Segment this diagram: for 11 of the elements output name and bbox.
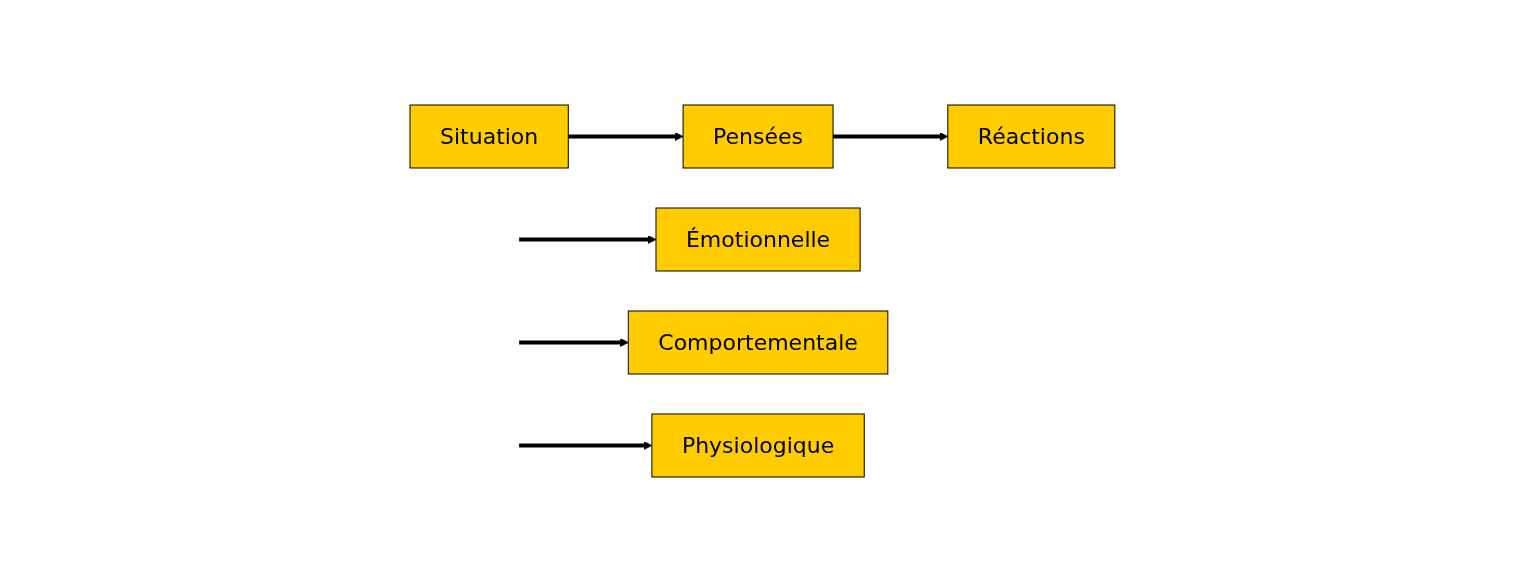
node-box: Comportementale	[627, 310, 888, 375]
node-box: Réactions	[946, 104, 1115, 169]
node-box: Pensées	[682, 104, 834, 169]
node-box: Physiologique	[650, 413, 865, 478]
arrow	[518, 441, 652, 450]
node-box: Situation	[409, 104, 569, 169]
arrow	[832, 132, 948, 141]
arrow	[567, 132, 684, 141]
arrow	[518, 235, 656, 244]
arrow	[518, 338, 629, 347]
node-box: Émotionnelle	[655, 207, 861, 272]
